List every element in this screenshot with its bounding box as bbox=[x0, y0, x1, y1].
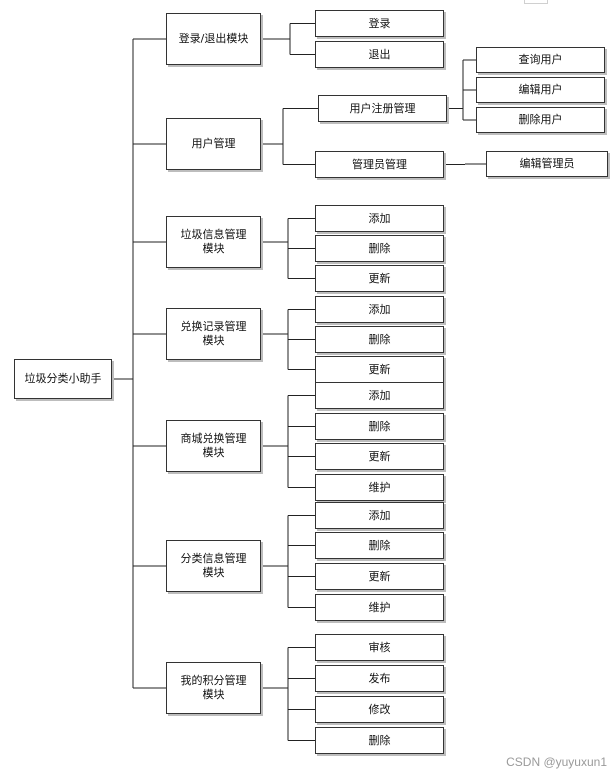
leaf-node: 删除 bbox=[315, 532, 444, 559]
submodule-user-registration: 用户注册管理 bbox=[318, 95, 447, 122]
leaf-label: 编辑用户 bbox=[518, 83, 563, 96]
leaf-label: 删除 bbox=[368, 332, 391, 346]
leaf-label: 删除 bbox=[368, 241, 391, 255]
leaf-node: 添加 bbox=[315, 205, 444, 232]
leaf-label: 审核 bbox=[368, 640, 391, 654]
leaf-node: 更新 bbox=[315, 443, 444, 470]
leaf-node: 添加 bbox=[315, 296, 444, 323]
leaf-node: 更新 bbox=[315, 356, 444, 383]
leaf-label: 发布 bbox=[368, 671, 391, 685]
leaf-label: 修改 bbox=[368, 702, 391, 716]
top-edge-mark bbox=[524, 0, 548, 4]
leaf-node: 删除 bbox=[315, 727, 444, 754]
module-user-management: 用户管理 bbox=[166, 118, 261, 170]
leaf-node: 更新 bbox=[315, 563, 444, 590]
leaf-node: 删除 bbox=[315, 326, 444, 353]
leaf-node: 维护 bbox=[315, 594, 444, 621]
leaf-node: 维护 bbox=[315, 474, 444, 501]
leaf-label: 添加 bbox=[368, 302, 391, 316]
module-label: 兑换记录管理 模块 bbox=[180, 320, 247, 347]
leaf-label: 维护 bbox=[368, 480, 391, 494]
leaf-node: 删除 bbox=[315, 235, 444, 262]
module-category-info: 分类信息管理 模块 bbox=[166, 540, 261, 592]
module-label: 我的积分管理 模块 bbox=[180, 674, 247, 701]
module-label: 登录/退出模块 bbox=[178, 32, 249, 45]
leaf-label: 添加 bbox=[368, 388, 391, 402]
leaf-node: 删除用户 bbox=[476, 107, 605, 133]
leaf-node: 查询用户 bbox=[476, 47, 605, 73]
leaf-label: 删除用户 bbox=[518, 113, 563, 126]
leaf-label: 删除 bbox=[368, 538, 391, 552]
submodule-admin-management: 管理员管理 bbox=[315, 151, 444, 178]
leaf-node: 审核 bbox=[315, 634, 444, 661]
leaf-node: 添加 bbox=[315, 502, 444, 529]
module-garbage-info: 垃圾信息管理 模块 bbox=[166, 216, 261, 268]
module-label: 用户管理 bbox=[191, 137, 236, 150]
leaf-label: 删除 bbox=[368, 733, 391, 747]
leaf-node: 编辑管理员 bbox=[486, 151, 608, 177]
leaf-label: 查询用户 bbox=[518, 53, 563, 66]
leaf-label: 退出 bbox=[368, 47, 391, 61]
leaf-label: 编辑管理员 bbox=[519, 157, 575, 170]
module-my-points: 我的积分管理 模块 bbox=[166, 662, 261, 714]
module-label: 垃圾信息管理 模块 bbox=[180, 228, 247, 255]
leaf-label: 更新 bbox=[368, 449, 391, 463]
leaf-label: 更新 bbox=[368, 271, 391, 285]
leaf-node: 发布 bbox=[315, 665, 444, 692]
submodule-label: 用户注册管理 bbox=[349, 101, 416, 115]
leaf-node: 更新 bbox=[315, 265, 444, 292]
leaf-label: 删除 bbox=[368, 419, 391, 433]
module-login-logout: 登录/退出模块 bbox=[166, 13, 261, 65]
leaf-label: 更新 bbox=[368, 362, 391, 376]
leaf-label: 添加 bbox=[368, 508, 391, 522]
root-node-label: 垃圾分类小助手 bbox=[24, 372, 102, 385]
leaf-label: 添加 bbox=[368, 211, 391, 225]
leaf-node: 登录 bbox=[315, 10, 444, 37]
module-label: 商城兑换管理 模块 bbox=[180, 432, 247, 459]
module-exchange-record: 兑换记录管理 模块 bbox=[166, 308, 261, 360]
leaf-node: 编辑用户 bbox=[476, 77, 605, 103]
leaf-node: 添加 bbox=[315, 382, 444, 409]
leaf-label: 更新 bbox=[368, 569, 391, 583]
module-label: 分类信息管理 模块 bbox=[180, 552, 247, 579]
submodule-label: 管理员管理 bbox=[352, 157, 407, 171]
root-node: 垃圾分类小助手 bbox=[14, 359, 112, 399]
watermark-text: CSDN @yuyuxun1 bbox=[506, 755, 607, 769]
leaf-node: 修改 bbox=[315, 696, 444, 723]
leaf-node: 删除 bbox=[315, 413, 444, 440]
leaf-node: 退出 bbox=[315, 41, 444, 68]
leaf-label: 维护 bbox=[368, 600, 391, 614]
leaf-label: 登录 bbox=[368, 16, 391, 30]
module-mall-exchange: 商城兑换管理 模块 bbox=[166, 420, 261, 472]
